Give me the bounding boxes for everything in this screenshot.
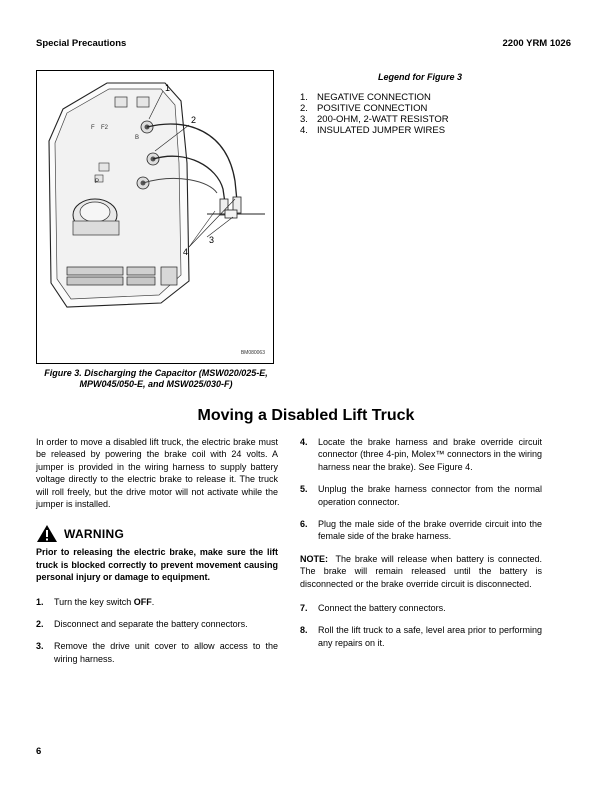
intro-paragraph: In order to move a disabled lift truck, … [36,437,278,510]
step-item: 3. Remove the drive unit cover to allow … [36,641,278,664]
figure-caption: Figure 3. Discharging the Capacitor (MSW… [44,368,268,389]
callout-1: 1 [165,83,170,93]
warning-text: Prior to releasing the electric brake, m… [36,547,278,583]
page-number: 6 [36,746,42,757]
running-header-section: Special Precautions [36,38,127,49]
step-item: 4. Locate the brake harness and brake ov… [300,437,542,472]
legend-title: Legend for Figure 3 [377,72,462,82]
panel-label-p: P [95,179,99,185]
capacitor-controller-illustration: F F2 B P 1 2 3 4 [48,82,265,308]
panel-label-f: F [91,125,95,131]
note-text: The brake will release when battery is c… [300,553,542,589]
step-item: 1. Turn the key switch OFF. [36,596,155,607]
section-title: Moving a Disabled Lift Truck [197,407,415,424]
note-paragraph: NOTE: The brake will release when batter… [300,553,542,590]
legend-item: 3.200-OHM, 2-WATT RESISTOR [300,114,449,125]
callout-4: 4 [183,247,188,257]
running-header-doc-number: 2200 YRM 1026 [502,38,572,49]
step-item: 6. Plug the male side of the brake overr… [300,519,542,542]
note-label: NOTE: [300,553,328,564]
legend-item: 2.POSITIVE CONNECTION [300,103,428,114]
callout-3: 3 [209,235,214,245]
legend-item: 4.INSULATED JUMPER WIRES [300,125,446,136]
step-item: 7. Connect the battery connectors. [300,603,446,614]
warning-triangle-icon [37,525,57,543]
step-item: 5. Unplug the brake harness connector fr… [300,484,542,507]
right-column: 4. Locate the brake harness and brake ov… [300,436,542,659]
warning-heading: WARNING [36,524,278,543]
panel-label-b: B [135,135,139,141]
left-column: In order to move a disabled lift truck, … [36,436,278,675]
figure-3: F F2 B P 1 2 3 4 BM080063 [36,70,274,364]
panel-label-f2: F2 [101,125,110,131]
step-item: 8. Roll the lift truck to a safe, level … [300,625,542,648]
step-item: 2. Disconnect and separate the battery c… [36,619,248,630]
figure-image-id: BM080063 [240,350,265,356]
legend-list: 1.NEGATIVE CONNECTION 2.POSITIVE CONNECT… [300,92,449,136]
legend-item: 1.NEGATIVE CONNECTION [300,92,431,103]
warning-title: WARNING [64,526,125,541]
callout-2: 2 [191,115,196,125]
